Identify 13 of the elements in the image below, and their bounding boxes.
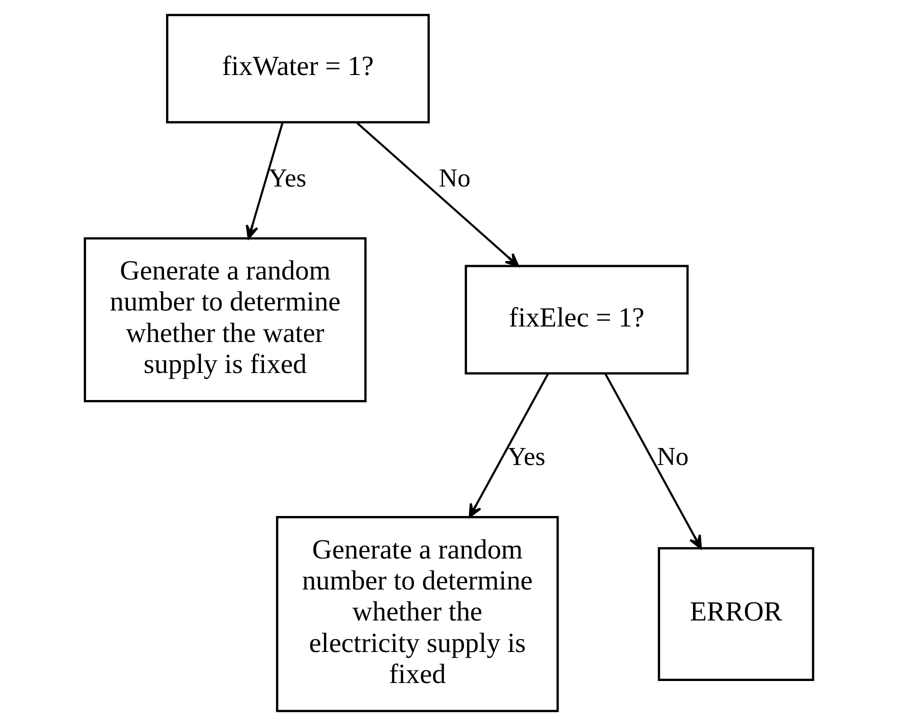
node-box: ERROR (658, 547, 814, 681)
node-box: fixWater = 1? (166, 14, 430, 124)
arrow (604, 372, 702, 550)
edge-label: Yes (268, 163, 306, 192)
edge-label: Yes (508, 442, 546, 472)
arrow (246, 122, 284, 240)
arrow (468, 372, 550, 518)
node-box: Generate a random number to determine whether the electricity supply is fixed (276, 516, 559, 712)
arrow (356, 122, 520, 267)
edge-label: No (656, 442, 689, 472)
node-box: fixElec = 1? (464, 264, 689, 375)
node-box: Generate a random number to determine whether the water supply is fixed (84, 237, 367, 402)
edge-label: No (438, 163, 471, 192)
